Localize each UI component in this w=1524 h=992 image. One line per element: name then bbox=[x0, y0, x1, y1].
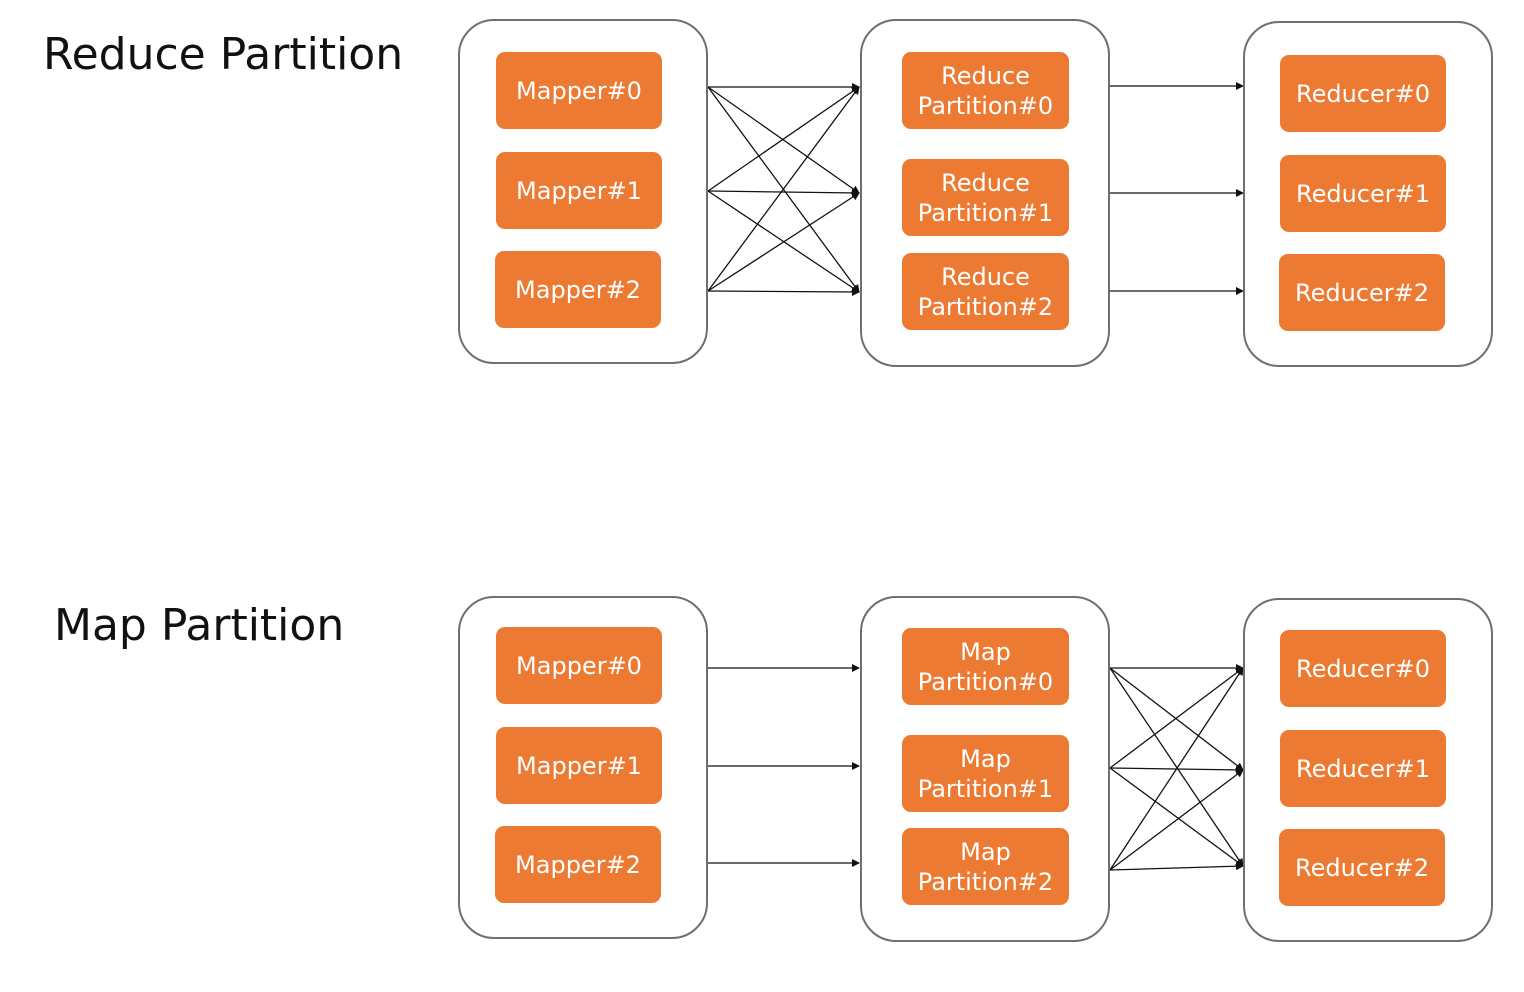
reduce-mapper-1: Mapper#1 bbox=[496, 152, 662, 229]
map-edge-partition-1-to-reducer-0 bbox=[1109, 667, 1244, 769]
reduce-edge-mapper-0-to-partition-2 bbox=[707, 86, 860, 293]
map-edge-partition-2-to-reducer-2 bbox=[1109, 862, 1244, 871]
reduce-mapper-0: Mapper#0 bbox=[496, 52, 662, 129]
map-edge-partition-1-to-reducer-1 bbox=[1109, 765, 1244, 774]
map-edge-partition-1-to-reducer-2 bbox=[1109, 767, 1244, 867]
map-mapper-0: Mapper#0 bbox=[496, 627, 662, 704]
reduce-edge-mapper-1-to-partition-2 bbox=[707, 190, 860, 293]
map-mapper-1: Mapper#1 bbox=[496, 727, 662, 804]
reduce-reducer-2: Reducer#2 bbox=[1279, 254, 1445, 331]
map-mapper-2: Mapper#2 bbox=[495, 826, 661, 903]
map-edge-partition-0-to-reducer-2 bbox=[1109, 667, 1244, 867]
map-partition-title: Map Partition bbox=[54, 600, 345, 651]
reduce-edge-mapper-1-to-partition-1 bbox=[707, 188, 860, 197]
reduce-edge-mapper-2-to-partition-0 bbox=[707, 86, 860, 292]
map-edge-partition-2-to-reducer-1 bbox=[1109, 769, 1244, 871]
map-reducer-2: Reducer#2 bbox=[1279, 829, 1445, 906]
map-edge-partition-0-to-reducer-1 bbox=[1109, 667, 1244, 771]
reduce-partition-title: Reduce Partition bbox=[43, 29, 404, 80]
reduce-mapper-2: Mapper#2 bbox=[495, 251, 661, 328]
reduce-edge-mapper-1-to-partition-0 bbox=[707, 86, 860, 192]
reduce-reducer-0: Reducer#0 bbox=[1280, 55, 1446, 132]
reduce-edge-mapper-2-to-partition-2 bbox=[707, 287, 860, 296]
map-reducer-1: Reducer#1 bbox=[1280, 730, 1446, 807]
reduce-edge-mapper-0-to-partition-1 bbox=[707, 86, 860, 194]
map-reducer-0: Reducer#0 bbox=[1280, 630, 1446, 707]
reduce-reducer-1: Reducer#1 bbox=[1280, 155, 1446, 232]
reduce-edge-mapper-2-to-partition-1 bbox=[707, 192, 860, 292]
map-edge-partition-2-to-reducer-0 bbox=[1109, 667, 1244, 871]
